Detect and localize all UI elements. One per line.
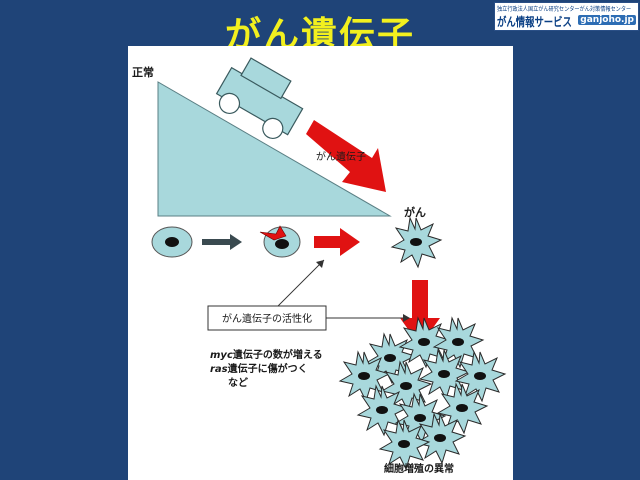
cancer-label: がん (404, 205, 426, 219)
example-ras-text: 遺伝子に傷がつく (227, 362, 308, 375)
cell-change-arrow (202, 234, 242, 250)
example-myc: myc遺伝子の数が増える (210, 348, 323, 361)
abnormal-growth-label: 細胞増殖の異常 (384, 462, 454, 475)
logo-domain: ganjoho.jp (578, 15, 636, 25)
cancer-gene-diagram: 正常 がん遺伝子 がん (132, 57, 506, 475)
example-ras-gene: ras (210, 364, 228, 375)
cancer-gene-arrow-label: がん遺伝子 (316, 150, 366, 163)
ganjoho-logo[interactable]: 独立行政法人国立がん研究センターがん対策情報センター がん情報サービス ganj… (494, 2, 639, 31)
cancer-cell-cluster (339, 317, 506, 470)
example-etc: など (228, 376, 248, 389)
activation-box-label: がん遺伝子の活性化 (222, 312, 312, 325)
example-myc-text: 遺伝子の数が増える (232, 348, 323, 361)
activation-box (207, 305, 327, 331)
mutated-cell (259, 225, 301, 258)
pointer-line-up (277, 259, 325, 307)
normal-label: 正常 (132, 65, 154, 79)
normal-cell (151, 226, 193, 258)
horizontal-red-arrow (314, 228, 360, 256)
car-icon (215, 57, 304, 139)
example-ras: ras遺伝子に傷がつく (210, 362, 308, 375)
logo-service-name: がん情報サービス (497, 15, 572, 29)
logo-org-line: 独立行政法人国立がん研究センターがん対策情報センター (497, 6, 632, 13)
cancer-cell (391, 217, 442, 268)
slope-triangle (157, 81, 392, 217)
slope-red-arrow (306, 120, 386, 192)
diagram-panel: 正常 がん遺伝子 がん (128, 46, 513, 480)
example-myc-gene: myc (210, 350, 233, 361)
